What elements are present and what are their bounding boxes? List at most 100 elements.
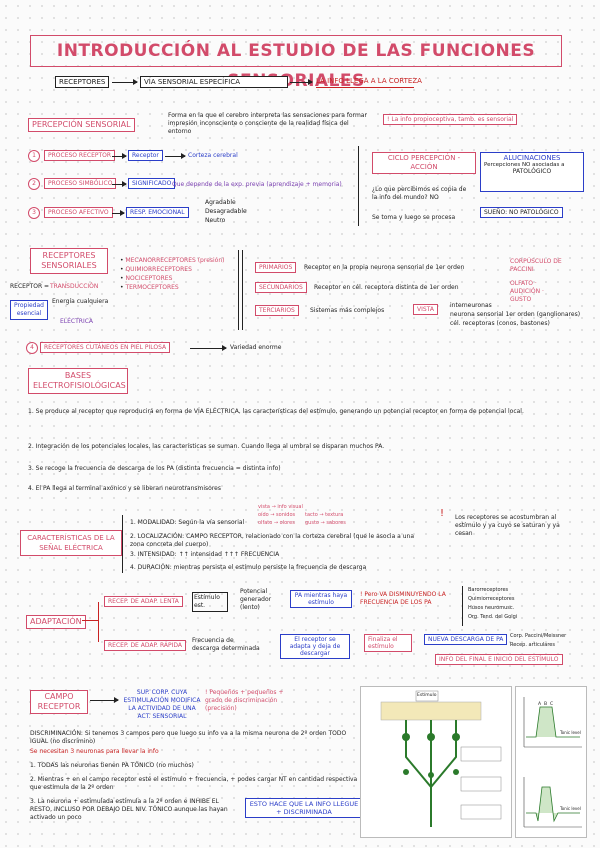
- graph-tonic-level: Tonic level: [560, 730, 581, 735]
- alucinaciones-box: ALUCINACIONES Percepciones NO asociadas …: [480, 152, 584, 192]
- proceso-simbolico: PROCESO SIMBÓLICO: [44, 178, 117, 189]
- rapida-box: RECEP. DE ADAP. RÁPIDA: [104, 640, 187, 651]
- frecuencia-text: Frecuencia de descarga determinada: [192, 637, 260, 652]
- primarios-text: Receptor en la propia neurona sensorial …: [304, 264, 465, 271]
- primarios-extra: CORPÚSCULO DE PACCINI: [510, 258, 562, 273]
- bases-item-2: 2. Integración de los potenciales locale…: [28, 443, 385, 450]
- vista-note-2: neurona sensorial 1er orden (ganglionare…: [450, 311, 581, 318]
- proceso-receptor: PROCESO RECEPTOR: [44, 150, 116, 161]
- ciclo-answer: Se toma y luego se procesa: [372, 214, 456, 221]
- arrow-cutaneos: [190, 345, 227, 351]
- arrow-proceso-3: [112, 210, 125, 216]
- propiedad-label: Propiedad: [14, 302, 44, 309]
- lenta-list-1: Barorreceptores: [468, 587, 509, 593]
- resp-emocional-target: RESP. EMOCIONAL: [126, 207, 189, 218]
- adaptacion-branch-h: [82, 620, 98, 621]
- secundarios-box: SECUNDARIOS: [255, 282, 307, 293]
- energia-text: Energía cualquiera: [52, 298, 109, 305]
- afectivo-agradable: Agradable: [205, 199, 236, 206]
- vista-note-3: cél. receptoras (conos, bastones): [450, 320, 550, 327]
- receptive-field-figure: Estímulo: [360, 686, 512, 838]
- campo-neuronas: Se necesitan 3 neuronas para llevar la i…: [30, 748, 159, 755]
- senal-item-4: 4. DURACIÓN: mientras persista el estímu…: [130, 564, 367, 571]
- arrow-receptor-corteza: [165, 153, 186, 159]
- electrica-text: ELÉCTRICA: [60, 318, 94, 325]
- proceso-2-number: 2: [28, 178, 40, 190]
- proceso-afectivo: PROCESO AFECTIVO: [44, 207, 113, 218]
- bases-item-1: 1. Se produce al receptor que reproducir…: [28, 408, 524, 415]
- proceso-3-number: 3: [28, 207, 40, 219]
- senal-item-2: 2. LOCALIZACIÓN: CAMPO RECEPTOR, relacio…: [130, 533, 415, 548]
- modalidad-2: oído → sonidos: [258, 512, 296, 518]
- graph-tonic-level-2: Tonic level: [560, 806, 581, 811]
- arrow-campo: [90, 697, 119, 703]
- campo-discriminacion: DISCRIMINACIÓN: Si tenemos 3 campos pero…: [30, 730, 347, 745]
- modalidad-5: gusto → sabores: [305, 520, 346, 526]
- receptor-target: Receptor: [128, 150, 163, 161]
- lenta-list-2: Quimiorreceptores: [468, 596, 515, 602]
- senal-item-3: 3. INTENSIDAD: ↑↑ intensidad ↑↑↑ FRECUEN…: [130, 551, 280, 558]
- adaptacion-box: ADAPTACIÓN: [26, 615, 86, 629]
- alucinaciones-text: Percepciones NO asociadas a: [484, 162, 565, 168]
- percepcion-label: PERCEPCIÓN SENSORIAL: [28, 118, 135, 132]
- campo-item-2: 2. Mientras + en el campo receptor esté …: [30, 776, 358, 791]
- esto-box: ESTO HACE QUE LA INFO LLEGUE + DISCRIMIN…: [245, 798, 363, 818]
- senal-brace: [122, 515, 123, 573]
- receptor-type: QUIMIORRECEPTORES: [120, 265, 225, 274]
- arrow-proceso-1: [112, 153, 127, 159]
- receptive-field-diagram: [380, 690, 502, 827]
- lenta-box: RECEP. DE ADAP. LENTA: [104, 596, 183, 607]
- senal-note: Los receptores se acostumbran al estímul…: [455, 514, 560, 537]
- graph-label-c: C: [550, 702, 554, 707]
- campo-label: CAMPO RECEPTOR: [30, 690, 88, 714]
- adaptacion-branch-v: [98, 602, 99, 642]
- alucinaciones-result: PATOLÓGICO: [512, 168, 552, 175]
- secundarios-text: Receptor en cél. receptora distinta de 1…: [314, 284, 459, 291]
- cutaneos-number: 4: [26, 342, 38, 354]
- rapida-list-1: Corp. Paccini/Meissner: [510, 633, 567, 639]
- bases-label: BASES ELECTROFISIOLÓGICAS: [28, 368, 128, 394]
- receptor-type: NOCICEPTORES: [120, 274, 225, 283]
- finaliza-box: Finaliza el estímulo: [364, 634, 412, 652]
- corteza-text: LA INFO LLEGA A LA CORTEZA: [316, 77, 422, 85]
- senal-item-1: 1. MODALIDAD: Según la vía sensorial: [130, 519, 245, 526]
- lenta-list-3: Husos neuromusc.: [468, 605, 515, 611]
- terciarios-box: TERCIARIOS: [255, 305, 299, 316]
- divider-double-2: [242, 250, 243, 330]
- divider-double-1: [238, 250, 239, 330]
- modalidad-1: vista → info visual: [258, 504, 303, 510]
- campo-note: ! Pequeños + pequeños + grado de discrim…: [205, 689, 284, 712]
- sueno-box: SUEÑO: NO PATOLÓGICO: [480, 207, 563, 218]
- secundarios-extra: OLFATO · AUDICIÓN · GUSTO: [510, 280, 544, 303]
- bases-item-4: 4. El PA llega al terminal axónico y se …: [28, 485, 222, 492]
- rapida-list-2: Recep. articulares: [510, 642, 555, 648]
- ciclo-question: ¿Lo que percibimos es copia de la info d…: [372, 186, 467, 201]
- campo-item-1: 1. TODAS las neuronas tienen PA TÓNICO (…: [30, 762, 194, 769]
- frequency-graphs-svg: [523, 697, 582, 828]
- modalidad-4: olfato → olores: [258, 520, 295, 526]
- propioceptiva-note: ! La info propioceptiva, tamb. es sensor…: [383, 114, 518, 125]
- alucinaciones-label: ALUCINACIONES: [503, 154, 561, 162]
- graph-label-b: B: [544, 702, 548, 707]
- receptor-equals: RECEPTOR =: [10, 283, 50, 290]
- corteza-cerebral-text: Corteza cerebral: [188, 152, 238, 159]
- significado-target: SIGNIFICADO: [128, 178, 176, 189]
- modalidad-3: tacto → textura: [305, 512, 344, 518]
- via-box: VÍA SENSORIAL ESPECÍFICA: [140, 76, 288, 88]
- percepcion-definition: Forma en la que el cerebro interpreta la…: [168, 112, 367, 135]
- cutaneos-box: RECEPTORES CUTÁNEOS EN PIEL PILOSA: [40, 342, 171, 353]
- significado-result: Que depende de la exp. previa (aprendiza…: [172, 181, 342, 188]
- arrow-receptores-via: [112, 79, 138, 85]
- disminuye-text: ! Pero VA DISMINUYENDO LA FRECUENCIA DE …: [360, 591, 446, 606]
- procesos-brace: [358, 146, 359, 226]
- receptor-rapida-box: El receptor se adapta y deja de descarga…: [280, 634, 350, 659]
- receptor-type: TERMOCEPTORES: [120, 283, 225, 292]
- senal-exclaim: !: [440, 508, 445, 519]
- lenta-list-4: Org. Tend. del Golgi: [468, 614, 518, 620]
- info-box: INFO DEL FINAL E INICIO DEL ESTÍMULO: [435, 654, 563, 665]
- cutaneos-result: Variedad enorme: [230, 344, 282, 351]
- campo-item-3: 3. La neurona + estimulada estimula a la…: [30, 798, 228, 821]
- potencial-text: Potencial generador (lento): [240, 588, 272, 611]
- pa-mientras-box: PA mientras haya estímulo: [290, 590, 352, 608]
- receptor-type: MECANORRECEPTORES (presión): [120, 256, 224, 265]
